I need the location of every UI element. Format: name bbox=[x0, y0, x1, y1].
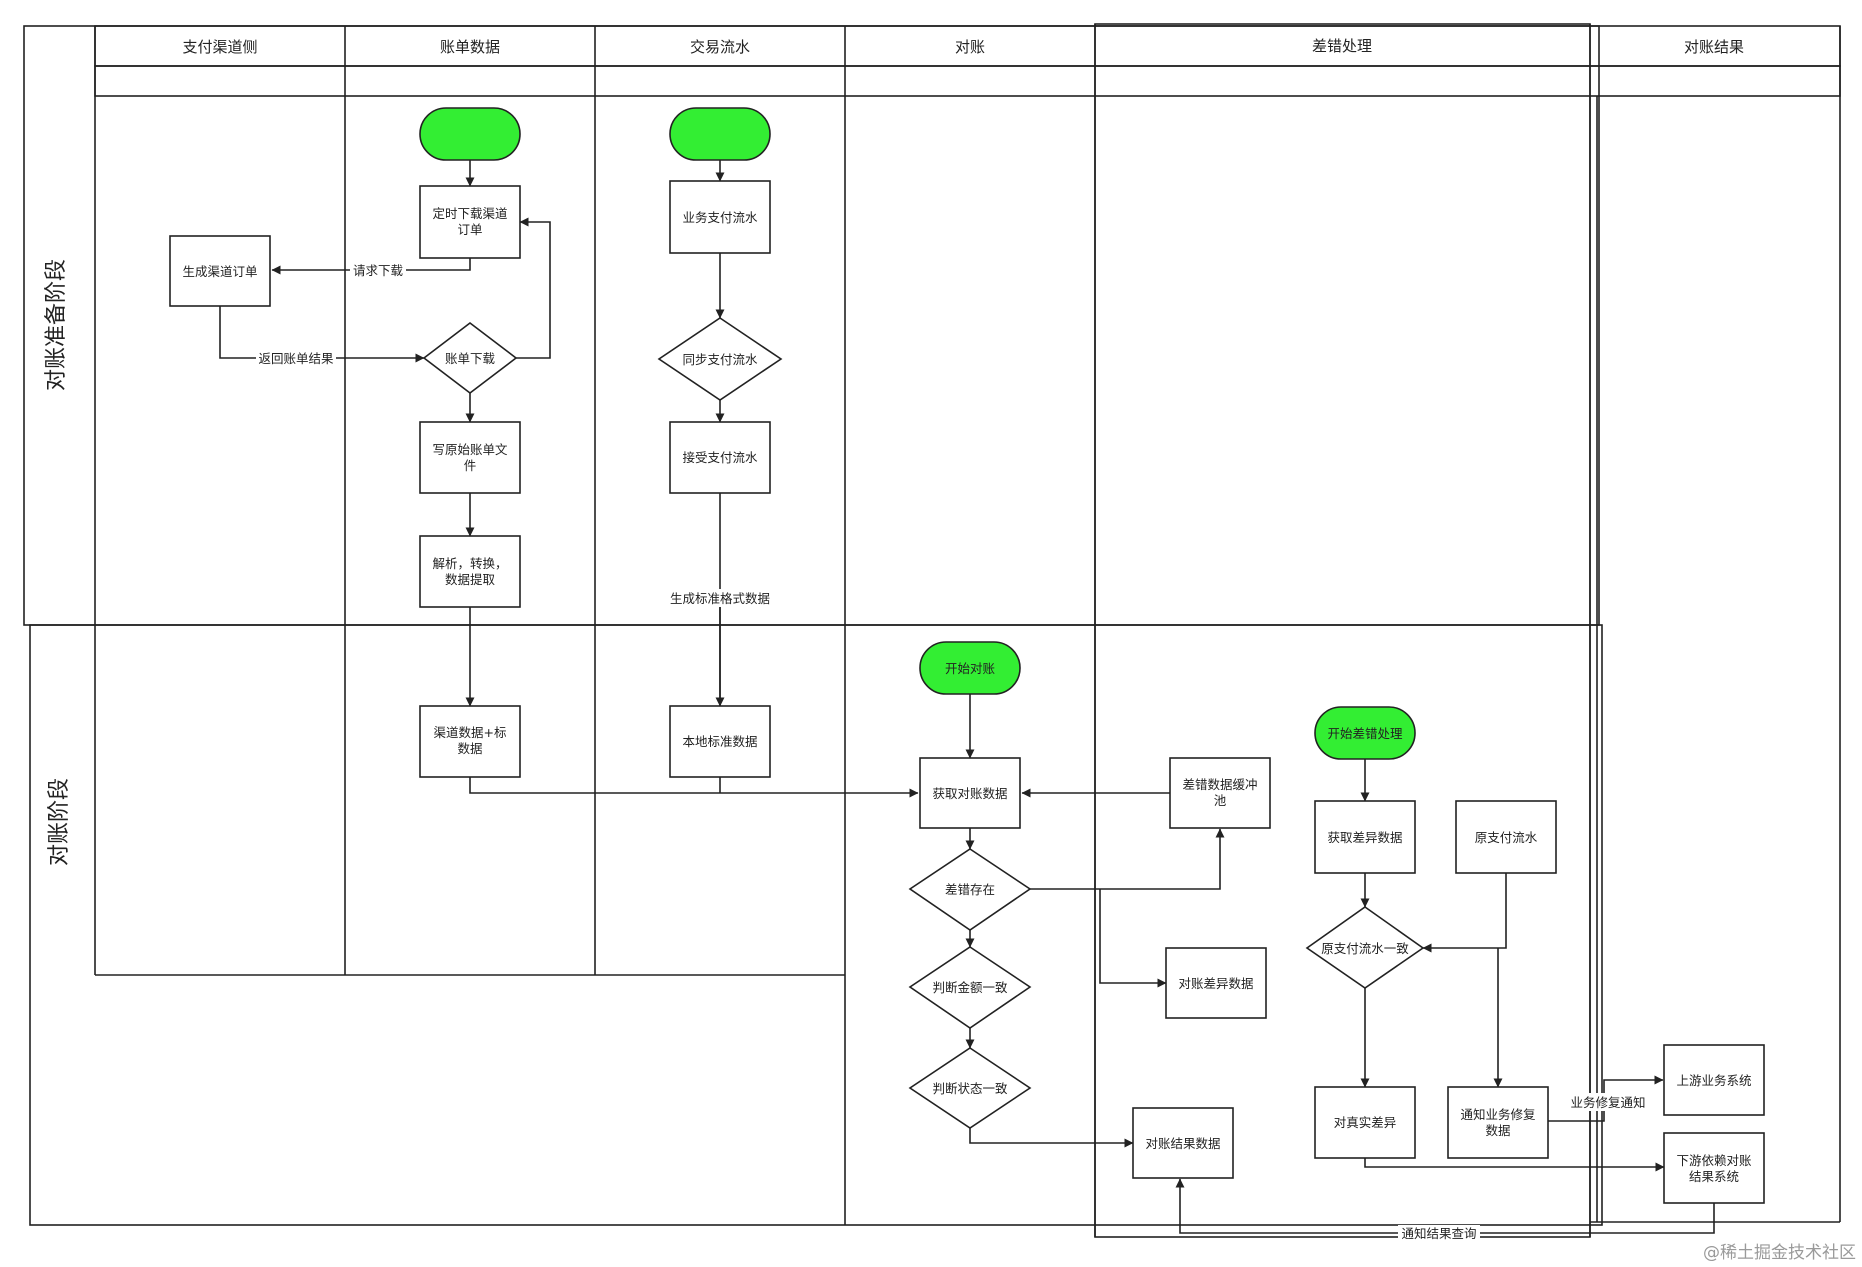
edge-label-return-bill-result: 返回账单结果 bbox=[258, 351, 334, 366]
diamond-sync-pay-flow bbox=[657, 317, 783, 401]
column-header-channel: 支付渠道侧 bbox=[182, 38, 257, 56]
label-channel-std-data: 渠道数据+标数据 bbox=[434, 725, 507, 756]
node-labels: 生成渠道订单 定时下载渠道订单 账单下载 写原始账单文件 解析，转换，数据提取 … bbox=[182, 206, 1752, 1184]
terminal-start-recon bbox=[919, 641, 1021, 695]
terminal-bill-start bbox=[419, 107, 521, 161]
nodes bbox=[169, 107, 1765, 1204]
edge-label-biz-fix-notify: 业务修复通知 bbox=[1570, 1095, 1645, 1110]
watermark: @稀土掘金技术社区 bbox=[1703, 1243, 1856, 1263]
column-headers: 支付渠道侧 账单数据 交易流水 对账 差错处理 对账结果 bbox=[182, 37, 1744, 56]
column-header-trade: 交易流水 bbox=[690, 38, 750, 56]
terminal-start-diff-handle bbox=[1314, 706, 1416, 760]
edge-label-notify-result-query: 通知结果查询 bbox=[1401, 1226, 1476, 1241]
column-header-result: 对账结果 bbox=[1684, 38, 1744, 56]
label-upstream-system: 上游业务系统 bbox=[1676, 1073, 1751, 1088]
label-recon-result-data: 对账结果数据 bbox=[1145, 1136, 1220, 1151]
terminal-trade-start bbox=[669, 107, 771, 161]
label-biz-pay-flow: 业务支付流水 bbox=[682, 210, 758, 225]
box-write-raw-file bbox=[419, 421, 521, 494]
label-recon-diff-data: 对账差异数据 bbox=[1178, 976, 1253, 991]
box-recon-diff-data bbox=[1165, 947, 1267, 1019]
edge-label-gen-std-format: 生成标准格式数据 bbox=[670, 591, 770, 606]
diamond-bill-download bbox=[422, 321, 518, 395]
phase-label-prep: 对账准备阶段 bbox=[44, 259, 69, 391]
diamond-check-status bbox=[908, 1047, 1032, 1129]
subheader-bar bbox=[94, 65, 1841, 97]
label-start-recon: 开始对账 bbox=[945, 661, 996, 676]
diamond-check-amount bbox=[908, 946, 1032, 1029]
label-timed-download: 定时下载渠道订单 bbox=[432, 206, 508, 237]
box-get-diff-data bbox=[1314, 800, 1416, 874]
box-parse-convert bbox=[419, 535, 521, 608]
label-recv-pay-flow: 接受支付流水 bbox=[682, 450, 758, 465]
box-biz-pay-flow bbox=[669, 180, 771, 254]
label-diff-buffer-pool: 差错数据缓冲池 bbox=[1182, 777, 1257, 808]
label-orig-pay-flow: 原支付流水 bbox=[1475, 830, 1538, 845]
column-header-diff: 差错处理 bbox=[1312, 37, 1372, 55]
phase-frame-recon bbox=[29, 624, 1603, 1226]
label-get-diff-data: 获取差异数据 bbox=[1327, 830, 1402, 845]
box-real-diff bbox=[1314, 1086, 1416, 1159]
column-header-bill: 账单数据 bbox=[440, 38, 500, 56]
label-sync-pay-flow: 同步支付流水 bbox=[682, 352, 758, 367]
box-local-std-data bbox=[669, 705, 771, 778]
column-header-recon: 对账 bbox=[955, 38, 985, 56]
edge-label-request-download: 请求下载 bbox=[353, 263, 404, 278]
box-upstream-system bbox=[1663, 1044, 1765, 1116]
edge-labels: 请求下载 返回账单结果 生成标准格式数据 业务修复通知 通知结果查询 bbox=[256, 261, 1650, 1241]
label-check-status: 判断状态一致 bbox=[932, 1081, 1008, 1096]
box-timed-download bbox=[419, 185, 521, 259]
label-notify-biz-fix: 通知业务修复数据 bbox=[1460, 1107, 1536, 1138]
label-local-std-data: 本地标准数据 bbox=[682, 734, 757, 749]
box-recv-pay-flow bbox=[669, 421, 771, 494]
label-real-diff: 对真实差异 bbox=[1334, 1115, 1397, 1130]
box-notify-biz-fix bbox=[1447, 1086, 1549, 1159]
label-start-diff-handle: 开始差错处理 bbox=[1327, 726, 1403, 741]
label-downstream-system: 下游依赖对账结果系统 bbox=[1676, 1153, 1752, 1184]
label-get-recon-data: 获取对账数据 bbox=[932, 786, 1007, 801]
label-parse-convert: 解析，转换，数据提取 bbox=[432, 556, 507, 587]
phase-frame-prep bbox=[23, 25, 1600, 626]
box-orig-pay-flow bbox=[1455, 800, 1557, 874]
box-downstream-system bbox=[1663, 1132, 1765, 1204]
label-diff-exists: 差错存在 bbox=[945, 882, 995, 897]
label-bill-download: 账单下载 bbox=[445, 351, 496, 366]
box-channel-std-data bbox=[419, 705, 521, 778]
phase-label-recon: 对账阶段 bbox=[47, 778, 72, 866]
diamond-diff-exists bbox=[908, 848, 1032, 931]
box-diff-buffer-pool bbox=[1169, 757, 1271, 829]
swimlane-grid bbox=[23, 23, 1841, 1238]
box-gen-channel-order bbox=[169, 235, 271, 307]
box-get-recon-data bbox=[919, 757, 1021, 829]
label-gen-channel-order: 生成渠道订单 bbox=[182, 264, 257, 279]
label-write-raw-file: 写原始账单文件 bbox=[432, 442, 508, 473]
label-orig-flow-consistent: 原支付流水一致 bbox=[1321, 941, 1409, 956]
box-recon-result-data bbox=[1132, 1107, 1234, 1179]
diamond-orig-flow-consistent bbox=[1305, 906, 1425, 989]
label-check-amount: 判断金额一致 bbox=[932, 980, 1008, 995]
